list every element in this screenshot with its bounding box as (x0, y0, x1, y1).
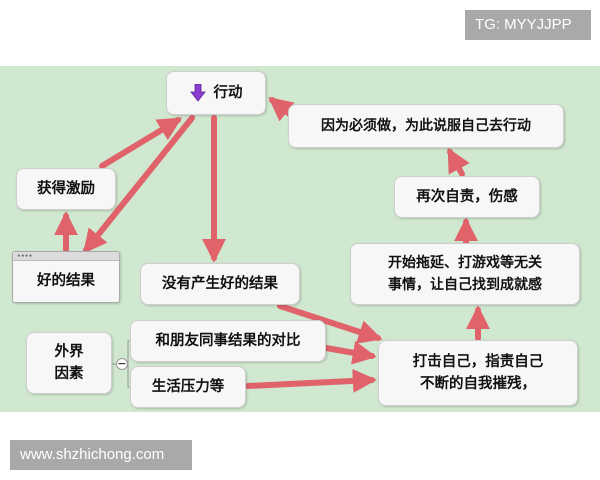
node-external-factors: 外界 因素 (26, 332, 112, 394)
arrow-compare-to-attack (323, 340, 377, 365)
node-no-good-result: 没有产生好的结果 (140, 263, 300, 305)
node-action: 行动 (166, 71, 266, 115)
node-no-good-result-label: 没有产生好的结果 (162, 276, 278, 292)
node-reason: 因为必须做，为此说服自己去行动 (288, 104, 564, 148)
node-procrastinate: 开始拖延、打游戏等无关 事情，让自己找到成就感 (350, 243, 580, 305)
arrow-reblame-to-reason (447, 147, 470, 177)
node-procrastinate-line1: 开始拖延、打游戏等无关 (388, 255, 542, 271)
watermark-top: TG: MYYJJPP (465, 10, 591, 40)
arrow-pressure-to-attack (245, 368, 377, 393)
node-incentive-label: 获得激励 (37, 181, 95, 197)
node-attack-line2: 不断的自我摧残， (420, 376, 536, 392)
node-reblame: 再次自责，伤感 (394, 176, 540, 218)
node-self-attack: 打击自己，指责自己 不断的自我摧残， (378, 340, 578, 406)
node-reason-label: 因为必须做，为此说服自己去行动 (321, 118, 531, 134)
node-attack-line1: 打击自己，指责自己 (412, 354, 544, 370)
minus-icon[interactable]: − (116, 357, 128, 370)
arrow-action-to-good (82, 115, 195, 254)
node-good-result-label: 好的结果 (37, 273, 95, 289)
node-pressure: 生活压力等 (130, 366, 246, 408)
arrow-incentive-to-action (99, 117, 183, 169)
node-procrastinate-line2: 事情，让自己找到成就感 (388, 277, 542, 293)
window-titlebar: •••• (13, 252, 119, 261)
node-action-label: 行动 (213, 85, 243, 101)
node-good-result: •••• 好的结果 (12, 251, 120, 303)
down-arrow-icon (189, 84, 206, 102)
watermark-bottom: www.shzhichong.com (10, 440, 192, 470)
node-pressure-label: 生活压力等 (151, 379, 225, 395)
node-compare-label: 和朋友同事结果的对比 (155, 333, 301, 349)
node-external-line1: 外界 (54, 344, 84, 360)
node-reblame-label: 再次自责，伤感 (416, 189, 518, 205)
node-compare: 和朋友同事结果的对比 (130, 320, 326, 362)
node-external-line2: 因素 (54, 366, 84, 382)
node-incentive: 获得激励 (16, 168, 116, 210)
arrow-nogood-to-attack (277, 303, 383, 344)
